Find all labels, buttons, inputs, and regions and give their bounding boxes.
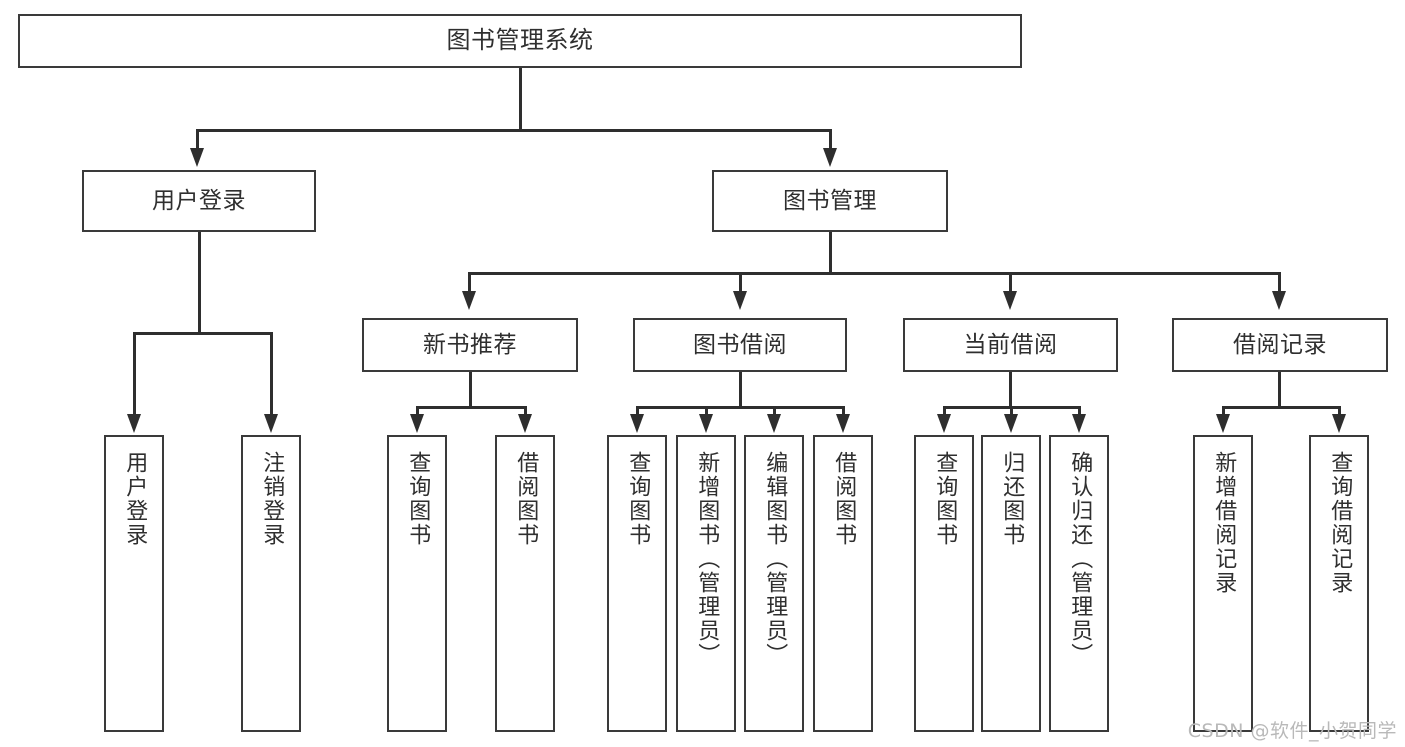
connector-br-drop-2	[1338, 406, 1341, 416]
connector-cb-drop-2	[1010, 406, 1013, 416]
node-label: 编辑图书（管理员）	[762, 451, 788, 667]
arrowhead-book-management	[823, 148, 837, 167]
leaf-return-book[interactable]: 归还图书	[981, 435, 1041, 732]
connector-br-drop-1	[1222, 406, 1225, 416]
connector-br-bus	[1222, 406, 1340, 409]
leaf-edit-book-admin[interactable]: 编辑图书（管理员）	[744, 435, 804, 732]
leaf-query-book-recommend[interactable]: 查询图书	[387, 435, 447, 732]
node-label: 借阅图书	[831, 451, 857, 547]
connector-root-to-user-login	[196, 129, 199, 151]
connector-bb-drop-1	[636, 406, 639, 416]
connector-bm-drop-new-book	[468, 272, 471, 294]
leaf-query-book-borrow[interactable]: 查询图书	[607, 435, 667, 732]
connector-bb-drop-2	[705, 406, 708, 416]
connector-root-to-book-management	[829, 129, 832, 151]
arrowhead-leaf-query-book-nbr	[410, 414, 424, 433]
arrowhead-leaf-borrow-book-bb	[836, 414, 850, 433]
arrowhead-borrow-record	[1272, 291, 1286, 310]
connector-root-bus	[196, 129, 832, 132]
node-label: 注销登录	[259, 451, 285, 547]
node-book-borrow[interactable]: 图书借阅	[633, 318, 847, 372]
connector-user-login-drop-1	[133, 332, 136, 416]
connector-nbr-drop-1	[416, 406, 419, 416]
arrowhead-leaf-query-record	[1332, 414, 1346, 433]
arrowhead-leaf-add-record	[1216, 414, 1230, 433]
leaf-borrow-book[interactable]: 借阅图书	[813, 435, 873, 732]
connector-cb-stem	[1009, 372, 1012, 408]
node-label: 用户登录	[152, 187, 246, 214]
node-borrow-record[interactable]: 借阅记录	[1172, 318, 1388, 372]
connector-book-management-stem	[829, 232, 832, 274]
leaf-query-book-current[interactable]: 查询图书	[914, 435, 974, 732]
arrowhead-leaf-query-book-cb	[937, 414, 951, 433]
connector-bm-drop-borrow-record	[1278, 272, 1281, 294]
connector-br-stem	[1278, 372, 1281, 408]
arrowhead-leaf-query-book-bb	[630, 414, 644, 433]
arrowhead-leaf-user-login	[127, 414, 141, 433]
node-label: 查询图书	[625, 451, 651, 547]
connector-nbr-drop-2	[524, 406, 527, 416]
arrowhead-current-borrow	[1003, 291, 1017, 310]
arrowhead-leaf-confirm-return	[1072, 414, 1086, 433]
node-label: 查询借阅记录	[1327, 451, 1353, 595]
node-label: 新书推荐	[423, 331, 517, 358]
node-user-login[interactable]: 用户登录	[82, 170, 316, 232]
connector-nbr-stem	[469, 372, 472, 408]
node-current-borrow[interactable]: 当前借阅	[903, 318, 1118, 372]
leaf-add-borrow-record[interactable]: 新增借阅记录	[1193, 435, 1253, 732]
node-label: 新增图书（管理员）	[694, 451, 720, 667]
connector-cb-drop-3	[1078, 406, 1081, 416]
node-label: 当前借阅	[963, 331, 1058, 358]
connector-root-stem	[519, 68, 522, 131]
leaf-add-book-admin[interactable]: 新增图书（管理员）	[676, 435, 736, 732]
arrowhead-new-book-recommend	[462, 291, 476, 310]
arrowhead-leaf-logout	[264, 414, 278, 433]
leaf-confirm-return-admin[interactable]: 确认归还（管理员）	[1049, 435, 1109, 732]
csdn-watermark: CSDN @软件_小贺同学	[1187, 720, 1397, 742]
connector-nbr-bus	[416, 406, 526, 409]
connector-cb-drop-1	[943, 406, 946, 416]
leaf-logout[interactable]: 注销登录	[241, 435, 301, 732]
node-label: 查询图书	[932, 451, 958, 547]
node-root-book-management-system[interactable]: 图书管理系统	[18, 14, 1022, 68]
node-label: 确认归还（管理员）	[1067, 451, 1093, 667]
leaf-borrow-book-recommend[interactable]: 借阅图书	[495, 435, 555, 732]
node-label: 归还图书	[999, 451, 1025, 547]
node-label: 图书管理系统	[446, 26, 594, 55]
node-label: 用户登录	[122, 451, 148, 547]
connector-book-management-bus	[468, 272, 1280, 275]
leaf-query-borrow-record[interactable]: 查询借阅记录	[1309, 435, 1369, 732]
node-label: 新增借阅记录	[1211, 451, 1237, 595]
connector-bm-drop-current-borrow	[1009, 272, 1012, 294]
connector-bb-drop-3	[773, 406, 776, 416]
node-book-management[interactable]: 图书管理	[712, 170, 948, 232]
node-label: 查询图书	[405, 451, 431, 547]
node-new-book-recommend[interactable]: 新书推荐	[362, 318, 578, 372]
node-label: 借阅记录	[1233, 331, 1327, 358]
connector-bb-bus	[636, 406, 845, 409]
connector-bb-stem	[739, 372, 742, 408]
node-label: 借阅图书	[513, 451, 539, 547]
node-label: 图书管理	[783, 187, 877, 214]
connector-user-login-bus	[133, 332, 272, 335]
node-label: 图书借阅	[693, 331, 787, 358]
connector-user-login-drop-2	[270, 332, 273, 416]
arrowhead-leaf-add-book	[699, 414, 713, 433]
leaf-user-login[interactable]: 用户登录	[104, 435, 164, 732]
arrowhead-book-borrow	[733, 291, 747, 310]
arrowhead-leaf-borrow-book-nbr	[518, 414, 532, 433]
arrowhead-leaf-edit-book	[767, 414, 781, 433]
connector-bm-drop-book-borrow	[739, 272, 742, 294]
arrowhead-user-login	[190, 148, 204, 167]
connector-user-login-stem	[198, 232, 201, 334]
arrowhead-leaf-return-book	[1004, 414, 1018, 433]
connector-bb-drop-4	[842, 406, 845, 416]
